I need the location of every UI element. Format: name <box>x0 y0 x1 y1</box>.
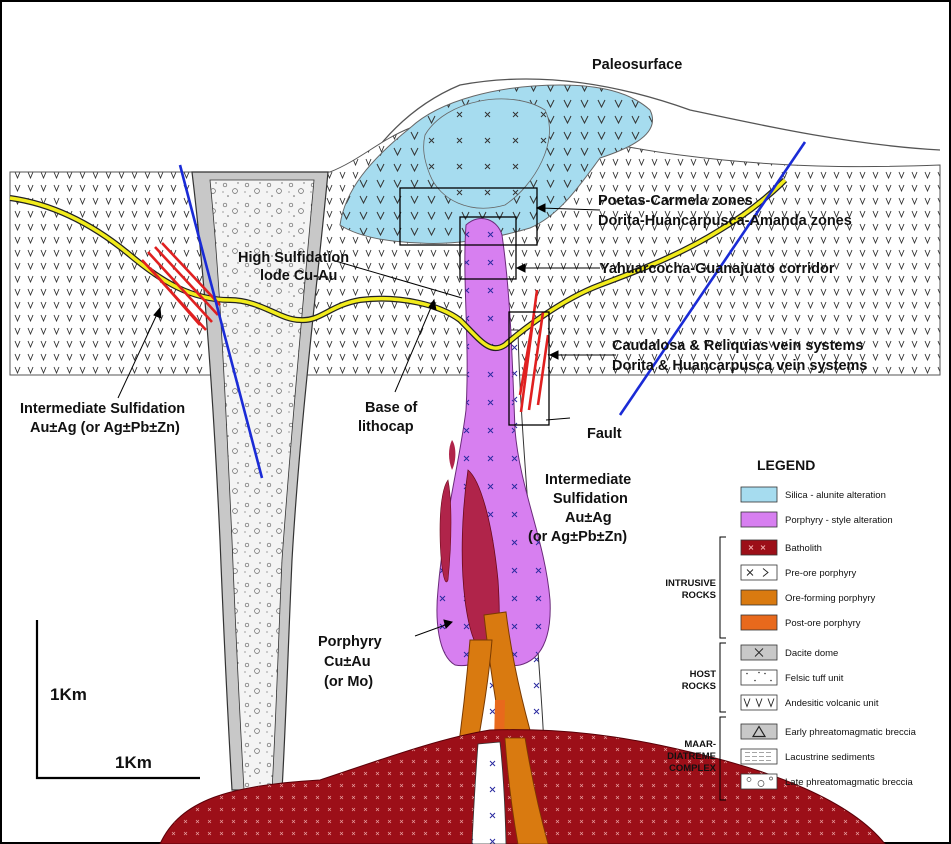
legend-swatch <box>741 590 777 605</box>
legend-item: Felsic tuff unit <box>741 670 844 685</box>
label-scale-horizontal: 1Km <box>115 753 152 772</box>
legend-label: Batholith <box>785 543 822 554</box>
legend-item: Early phreatomagmatic breccia <box>741 724 917 739</box>
label-caudalosa: Caudalosa & Reliquias vein systems <box>612 338 863 354</box>
legend-label: Porphyry - style alteration <box>785 515 893 526</box>
legend-label: Ore-forming porphyry <box>785 593 876 604</box>
label-int-sulf-right-2: Sulfidation <box>553 491 628 507</box>
legend-item: Dacite dome <box>741 645 838 660</box>
legend-item: Andesitic volcanic unit <box>741 695 879 710</box>
legend-group-host-2: ROCKS <box>682 681 716 692</box>
legend-label: Silica - alunite alteration <box>785 490 886 501</box>
legend-group-maar-1: MAAR- <box>684 739 716 750</box>
legend-label: Late phreatomagmatic breccia <box>785 777 914 788</box>
legend-item: Ore-forming porphyry <box>741 590 876 605</box>
label-int-sulf-right-3: Au±Ag <box>565 510 612 526</box>
label-int-sulf-left-1: Intermediate Sulfidation <box>20 401 185 417</box>
label-lode-cu-au: lode Cu-Au <box>260 268 337 284</box>
label-paleosurface: Paleosurface <box>592 57 682 73</box>
legend-label: Pre-ore porphyry <box>785 568 857 579</box>
legend-item: Pre-ore porphyry <box>741 565 857 580</box>
label-int-sulf-right-1: Intermediate <box>545 472 631 488</box>
legend-item: Late phreatomagmatic breccia <box>741 774 914 789</box>
label-dorita-veins: Dorita & Huancarpusca vein systems <box>612 358 867 374</box>
label-poetas: Poetas-Carmela zones <box>598 193 753 209</box>
label-or-mo: (or Mo) <box>324 674 373 690</box>
label-scale-vertical: 1Km <box>50 685 87 704</box>
label-dorita-zones: Dorita-Huancarpusca-Amanda zones <box>598 213 852 229</box>
legend-swatch <box>741 540 777 555</box>
legend-label: Andesitic volcanic unit <box>785 698 879 709</box>
label-fault: Fault <box>587 426 622 442</box>
legend-label: Lacustrine sediments <box>785 752 875 763</box>
label-int-sulf-left-2: Au±Ag (or Ag±Pb±Zn) <box>30 420 180 436</box>
legend-swatch <box>741 565 777 580</box>
legend-title: LEGEND <box>757 457 815 473</box>
legend-group-maar-2: DIATREME <box>667 751 716 762</box>
legend-group-intrusive-1: INTRUSIVE <box>665 578 716 589</box>
label-porphyry: Porphyry <box>318 634 382 650</box>
label-lithocap: lithocap <box>358 419 414 435</box>
legend-group-intrusive-2: ROCKS <box>682 590 716 601</box>
legend-group-host-1: HOST <box>690 669 717 680</box>
label-cu-au: Cu±Au <box>324 654 371 670</box>
legend-label: Early phreatomagmatic breccia <box>785 727 917 738</box>
legend-swatch <box>741 615 777 630</box>
label-high-sulfidation: High Sulfidation <box>238 250 349 266</box>
legend-swatch <box>741 487 777 502</box>
label-yahuarcocha: Yahuarcocha-Guanajuato corridor <box>600 261 835 277</box>
legend-group-maar-3: COMPLEX <box>669 763 717 774</box>
label-base-of: Base of <box>365 400 418 416</box>
legend-label: Felsic tuff unit <box>785 673 844 684</box>
label-int-sulf-right-4: (or Ag±Pb±Zn) <box>528 529 627 545</box>
legend-item: Silica - alunite alteration <box>741 487 886 502</box>
legend-item: Post-ore porphyry <box>741 615 861 630</box>
legend-item: Lacustrine sediments <box>741 749 875 764</box>
legend-label: Post-ore porphyry <box>785 618 861 629</box>
legend-label: Dacite dome <box>785 648 838 659</box>
legend-item: Porphyry - style alteration <box>741 512 893 527</box>
legend-swatch <box>741 512 777 527</box>
